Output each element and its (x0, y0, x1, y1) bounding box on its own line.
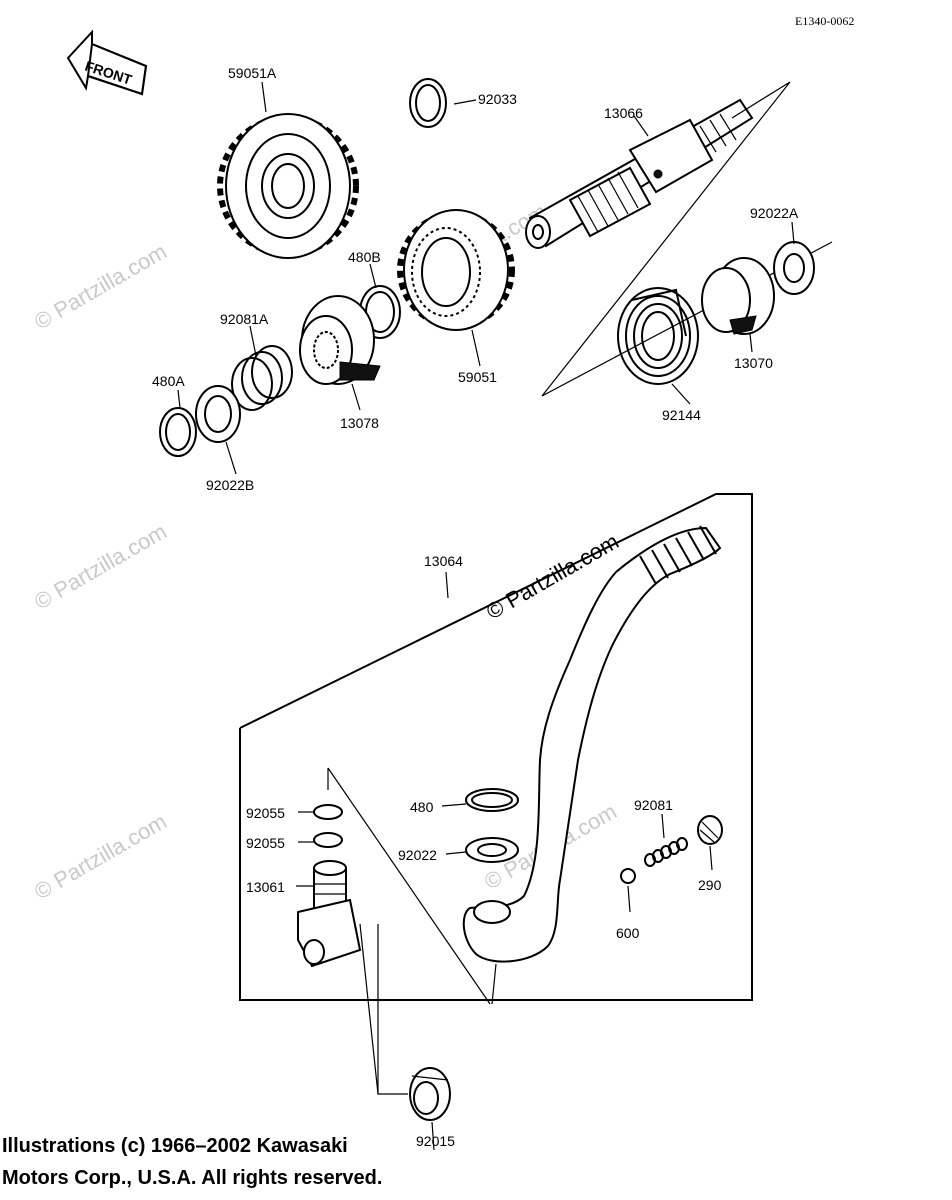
washer-92022b-icon (195, 385, 241, 443)
part-label-600: 600 (616, 925, 640, 941)
kick-pedal-assembly-frame (239, 493, 753, 1001)
copyright-line-2: Motors Corp., U.S.A. All rights reserved… (2, 1167, 383, 1189)
watermark-faint: © Partzilla.com (30, 239, 171, 335)
part-label-480: 480 (410, 799, 434, 815)
part-label-92022a: 92022A (750, 205, 799, 221)
diagram-code: E1340-0062 (795, 14, 854, 28)
part-label-13061: 13061 (246, 879, 285, 895)
circlip-92033-icon (409, 78, 447, 128)
plug-290-icon (697, 815, 723, 845)
watermark-faint: © Partzilla.com (30, 519, 171, 615)
circlip-480-icon (465, 788, 519, 812)
part-label-13078: 13078 (340, 415, 379, 431)
o-ring-92055-upper-icon (313, 804, 343, 820)
copyright-line-1: Illustrations (c) 1966–2002 Kawasaki (2, 1135, 348, 1157)
leader-lines-upper (177, 81, 795, 475)
part-label-92081a: 92081A (220, 311, 269, 327)
part-label-92081: 92081 (634, 797, 673, 813)
washer-92022-icon (465, 837, 519, 863)
gear-59051a-icon (217, 113, 359, 259)
leader-line-13064 (445, 571, 449, 599)
part-label-13064: 13064 (424, 553, 463, 569)
front-arrow-icon: FRONT (66, 29, 148, 96)
assembly-bracket-line (541, 81, 791, 397)
part-label-59051a: 59051A (228, 65, 277, 81)
copyright-notice: Illustrations (c) 1966–2002 Kawasaki Mot… (2, 1130, 702, 1194)
part-label-92022b: 92022B (206, 477, 254, 493)
part-label-480a: 480A (152, 373, 185, 389)
part-label-13070: 13070 (734, 355, 773, 371)
washer-92022a-icon (773, 241, 815, 295)
part-label-480b: 480B (348, 249, 381, 265)
part-label-92015: 92015 (416, 1133, 455, 1149)
part-label-92033: 92033 (478, 91, 517, 107)
assembly-bracket-line (359, 923, 408, 1095)
kick-pedal-lever-13064-icon (462, 525, 722, 963)
part-label-290: 290 (698, 877, 722, 893)
part-label-92022: 92022 (398, 847, 437, 863)
circlip-480a-icon (159, 407, 197, 457)
leader-lines-lower (296, 803, 713, 1151)
spring-92081a-icon (231, 345, 293, 411)
ratchet-13078-icon (299, 295, 381, 385)
gear-59051-icon (397, 209, 515, 331)
spring-92081-icon (644, 837, 688, 867)
part-label-92055-lower: 92055 (246, 835, 285, 851)
part-label-92144: 92144 (662, 407, 701, 423)
shaft-13061-icon (297, 860, 362, 968)
assembly-bracket-line (327, 767, 491, 1005)
shaft-13066-icon (525, 98, 754, 249)
o-ring-92055-lower-icon (313, 832, 343, 848)
collar-92015-icon (409, 1067, 451, 1121)
collar-13070-icon (701, 257, 775, 335)
assembly-bracket-line (491, 963, 497, 1005)
watermark-faint: © Partzilla.com (30, 809, 171, 905)
spring-92144-icon (617, 287, 699, 385)
part-label-59051: 59051 (458, 369, 497, 385)
ball-600-icon (620, 868, 636, 884)
part-label-13066: 13066 (604, 105, 643, 121)
part-label-92055-upper: 92055 (246, 805, 285, 821)
